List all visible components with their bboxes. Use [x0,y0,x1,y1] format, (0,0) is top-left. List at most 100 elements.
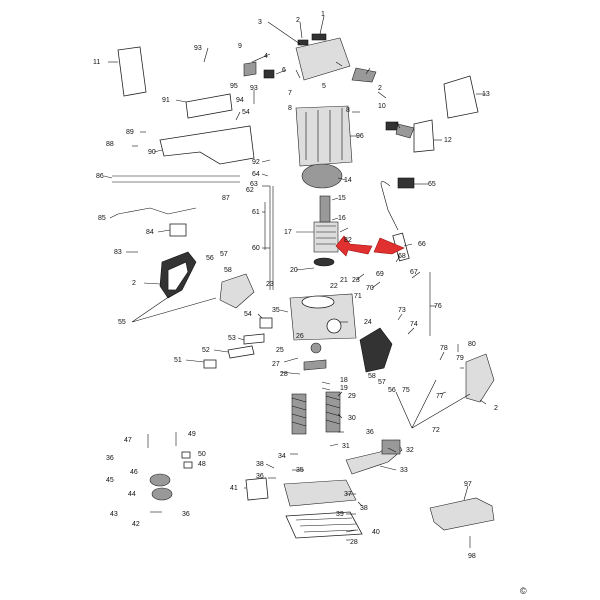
callout-79: 79 [456,355,464,362]
callout-94: 94 [236,97,244,104]
callout-83: 83 [114,249,122,256]
callout-41: 41 [230,485,238,492]
callout-30: 30 [348,415,356,422]
parts-layer [112,33,495,539]
callout-67: 67 [410,269,418,276]
callout-26: 26 [296,333,304,340]
callout-27: 27 [272,361,280,368]
part-3-top-cover [295,37,351,81]
callout-46: 46 [130,469,138,476]
callout-61: 61 [252,209,260,216]
callout-95: 95 [230,83,238,90]
callout-37: 37 [344,491,352,498]
callout-76: 76 [434,303,442,310]
callout-49: 49 [188,431,196,438]
callout-66: 66 [418,241,426,248]
callout-11: 11 [93,59,100,66]
callout-89: 89 [126,129,134,136]
part-15-shaft [319,195,331,223]
callout-38b: 38 [360,505,368,512]
callout-14: 14 [344,177,352,184]
callout-87: 87 [222,195,230,202]
callout-7: 7 [288,90,292,97]
part-80-grip [465,353,495,403]
callout-64: 64 [252,171,260,178]
callout-43: 43 [110,511,118,518]
part-54-block [259,317,273,329]
callout-88: 88 [106,141,114,148]
callout-72: 72 [432,427,440,434]
callout-36a: 36 [366,429,374,436]
callout-35a: 35 [272,307,280,314]
callout-52: 52 [202,347,210,354]
callout-35b: 35 [296,467,304,474]
callout-6: 6 [282,67,286,74]
part-82-armature [313,221,339,253]
part-9-clip [351,67,377,83]
callout-34: 34 [278,453,286,460]
callout-86: 86 [96,173,104,180]
part-2-handle-grip [167,261,189,291]
callout-56a: 56 [206,255,214,262]
callout-53: 53 [228,335,236,342]
callout-71: 71 [354,293,362,300]
callout-38a: 38 [256,461,264,468]
callout-40: 40 [372,529,380,536]
callout-69: 69 [376,271,384,278]
callout-1: 1 [321,11,325,18]
callout-44: 44 [128,491,136,498]
callout-15: 15 [338,195,346,202]
part-65-cord [380,181,399,231]
callout-51: 51 [174,357,182,364]
callout-8b: 8 [346,107,350,114]
part-84-block [169,223,187,237]
callout-25: 25 [276,347,284,354]
callout-48: 48 [198,461,206,468]
callout-8a: 8 [288,105,292,112]
callout-63: 63 [250,181,258,188]
part-51-block [203,359,217,369]
part-14-field-coil [301,163,343,189]
callout-70: 70 [366,285,374,292]
callout-21: 21 [340,277,348,284]
callout-90: 90 [148,149,156,156]
callout-2a: 2 [296,17,300,24]
part-65-plug [397,177,415,189]
callout-29: 29 [348,393,356,400]
callout-54a: 54 [242,109,250,116]
callout-80: 80 [468,341,476,348]
callout-28a: 28 [280,371,288,378]
callout-62: 62 [246,187,254,194]
part-90-fence [159,125,255,165]
part-85-rod [117,207,197,215]
callout-75: 75 [402,387,410,394]
callout-92: 92 [252,159,260,166]
part-30-spring [291,393,307,435]
part-32-knob [381,439,401,455]
callout-56b: 56 [388,387,396,394]
callout-2b: 2 [378,85,382,92]
callout-58b: 58 [368,373,376,380]
part-53-plate [243,333,265,345]
callout-57a: 57 [220,251,228,258]
callout-23a: 23 [266,281,274,288]
part-96-motor-housing [295,105,353,167]
callout-91: 91 [162,97,170,104]
callout-36c: 36 [106,455,114,462]
callout-55: 55 [118,319,126,326]
part-6-nut [263,69,275,79]
callout-54b: 54 [244,311,252,318]
callout-36b: 36 [256,473,264,480]
part-91-bracket [185,93,233,119]
part-48-nut [183,461,193,469]
part-10-nut [385,121,399,131]
callout-73: 73 [398,307,406,314]
callout-16: 16 [338,215,346,222]
callout-93a: 93 [194,45,202,52]
part-1-cap [311,33,327,41]
callout-45: 45 [106,477,114,484]
callout-60: 60 [252,245,260,252]
callout-47: 47 [124,437,132,444]
copyright-mark: © [520,586,527,596]
callout-9a: 9 [238,43,242,50]
